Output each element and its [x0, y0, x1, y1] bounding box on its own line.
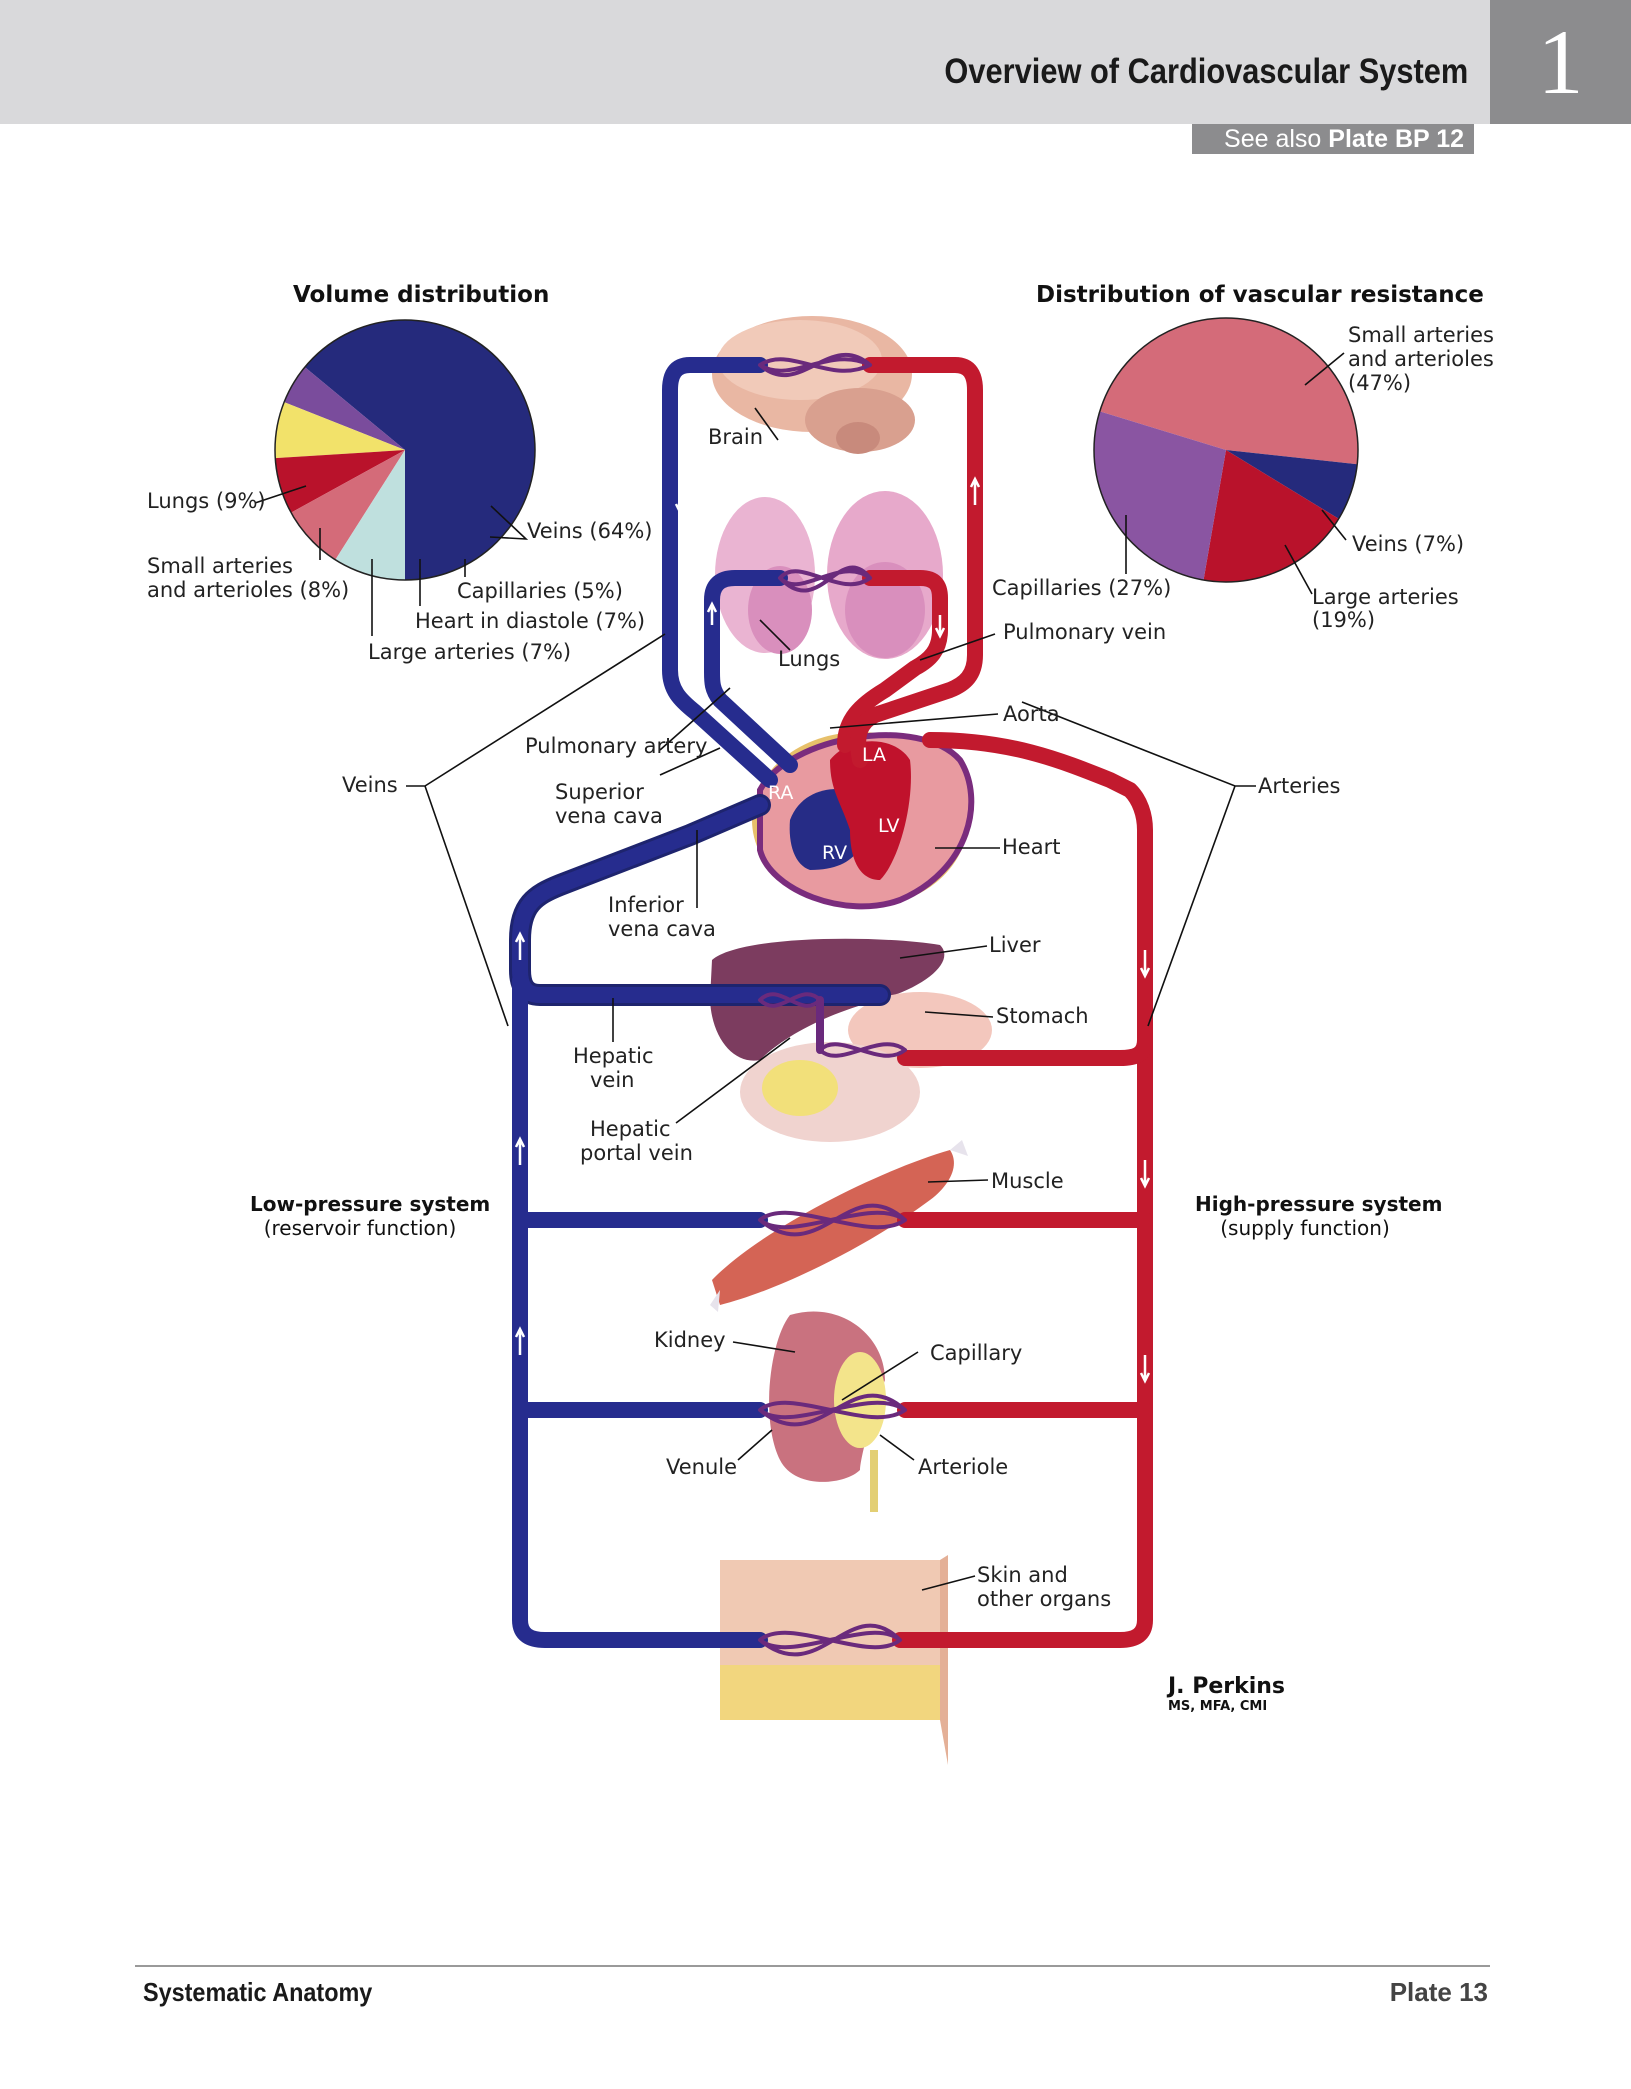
- brain-illustration: [712, 316, 915, 454]
- label-skin-2: other organs: [977, 1587, 1112, 1611]
- resistance-pie-slice-capillaries: [1094, 411, 1226, 581]
- resistance-pie-outline: [1093, 317, 1359, 583]
- resistance-pie-slice-small-arteries-and-arterioles: [1099, 318, 1358, 465]
- section-number: 1: [1490, 0, 1631, 124]
- volume-chart-title: Volume distribution: [293, 282, 550, 308]
- label-small-arteries-resist-3: (47%): [1348, 371, 1412, 395]
- footer-rule: [135, 1965, 1490, 1967]
- artist-signature: J. Perkins MS, MFA, CMI: [1168, 1674, 1285, 1714]
- label-large-arteries-volume: Large arteries (7%): [368, 640, 572, 664]
- see-also-link[interactable]: See also Plate BP 12: [1192, 124, 1474, 154]
- high-pressure-title: High-pressure system: [1195, 1192, 1443, 1216]
- low-pressure-title: Low-pressure system: [250, 1192, 491, 1216]
- label-brain: Brain: [708, 425, 764, 449]
- label-lungs-volume: Lungs (9%): [147, 489, 266, 513]
- footer-plate-number: Plate 13: [1389, 1977, 1488, 2007]
- label-veins: Veins: [342, 773, 398, 797]
- label-inferior-vena-cava-2: vena cava: [608, 917, 716, 941]
- label-stomach: Stomach: [996, 1004, 1089, 1028]
- label-lv: LV: [878, 815, 900, 837]
- stomach-illustration: [740, 1042, 920, 1142]
- high-pressure-system: High-pressure system (supply function): [1195, 1192, 1443, 1240]
- label-small-arteries-volume-1: Small arteries: [147, 554, 293, 578]
- volume-pie-outline: [274, 319, 536, 581]
- label-superior-vena-cava-2: vena cava: [555, 804, 663, 828]
- label-capillaries-resist: Capillaries (27%): [992, 576, 1172, 600]
- label-inferior-vena-cava-1: Inferior: [608, 893, 684, 917]
- label-aorta: Aorta: [1003, 702, 1060, 726]
- label-heart: Heart: [1002, 835, 1061, 859]
- label-arteriole: Arteriole: [918, 1455, 1009, 1479]
- volume-pie-slice-lungs: [335, 450, 405, 580]
- diagram-leader-lines: [406, 407, 1256, 1591]
- signature-credentials: MS, MFA, CMI: [1168, 1699, 1268, 1714]
- label-pulmonary-artery: Pulmonary artery: [525, 734, 708, 758]
- label-rv: RV: [822, 842, 848, 864]
- label-pulmonary-vein: Pulmonary vein: [1003, 620, 1167, 644]
- label-capillary: Capillary: [930, 1341, 1023, 1365]
- resistance-pie-slice-veins: [1226, 450, 1358, 519]
- label-veins-resist: Veins (7%): [1352, 532, 1465, 556]
- label-ra: RA: [768, 782, 794, 804]
- volume-pie-slice-large-arteries: [275, 450, 405, 513]
- label-venule: Venule: [666, 1455, 738, 1479]
- footer-section: Systematic Anatomy: [143, 1977, 373, 2007]
- label-muscle: Muscle: [991, 1169, 1064, 1193]
- see-also-prefix: See also: [1224, 125, 1329, 153]
- label-capillaries-volume: Capillaries (5%): [457, 579, 623, 603]
- label-hepatic-portal-vein-1: Hepatic: [590, 1117, 671, 1141]
- flow-arrows: [514, 476, 1151, 1384]
- page-title: Overview of Cardiovascular System: [944, 52, 1468, 91]
- high-pressure-subtitle: (supply function): [1220, 1216, 1390, 1240]
- pie-leader-lines: [254, 352, 1347, 636]
- skin-illustration: [720, 1555, 948, 1765]
- label-skin-1: Skin and: [977, 1563, 1068, 1587]
- volume-pie-chart: [274, 319, 536, 581]
- label-lungs: Lungs: [778, 647, 841, 671]
- label-hepatic-vein-2: vein: [590, 1068, 635, 1092]
- resistance-chart-title: Distribution of vascular resistance: [1036, 282, 1484, 308]
- label-superior-vena-cava-1: Superior: [555, 780, 644, 804]
- resistance-pie-slice-large-arteries: [1203, 450, 1339, 582]
- low-pressure-system: Low-pressure system (reservoir function): [250, 1192, 491, 1240]
- volume-pie-slice-heart-in-diastole: [275, 402, 405, 459]
- signature-name: J. Perkins: [1168, 1674, 1286, 1699]
- muscle-illustration: [710, 1140, 968, 1312]
- kidney-illustration: [769, 1311, 886, 1512]
- label-kidney: Kidney: [654, 1328, 726, 1352]
- volume-pie-slice-capillaries: [284, 367, 405, 450]
- label-heart-volume: Heart in diastole (7%): [415, 609, 646, 633]
- label-arteries: Arteries: [1258, 774, 1341, 798]
- see-also-plate: Plate BP 12: [1328, 125, 1464, 153]
- resistance-pie-chart: [1093, 317, 1359, 583]
- label-large-arteries-resist-1: Large arteries: [1312, 585, 1459, 609]
- label-large-arteries-resist-2: (19%): [1312, 608, 1376, 632]
- label-veins-volume: Veins (64%): [527, 519, 653, 543]
- label-small-arteries-resist-1: Small arteries: [1348, 323, 1494, 347]
- label-small-arteries-resist-2: and arterioles: [1348, 347, 1494, 371]
- header-band: [0, 0, 1490, 124]
- label-small-arteries-volume-2: and arterioles (8%): [147, 578, 350, 602]
- low-pressure-subtitle: (reservoir function): [263, 1216, 457, 1240]
- heart-illustration: [752, 732, 975, 910]
- label-liver: Liver: [989, 933, 1041, 957]
- label-hepatic-vein-1: Hepatic: [573, 1044, 654, 1068]
- label-hepatic-portal-vein-2: portal vein: [580, 1141, 693, 1165]
- label-la: LA: [862, 744, 887, 766]
- volume-pie-slice-veins: [304, 320, 535, 580]
